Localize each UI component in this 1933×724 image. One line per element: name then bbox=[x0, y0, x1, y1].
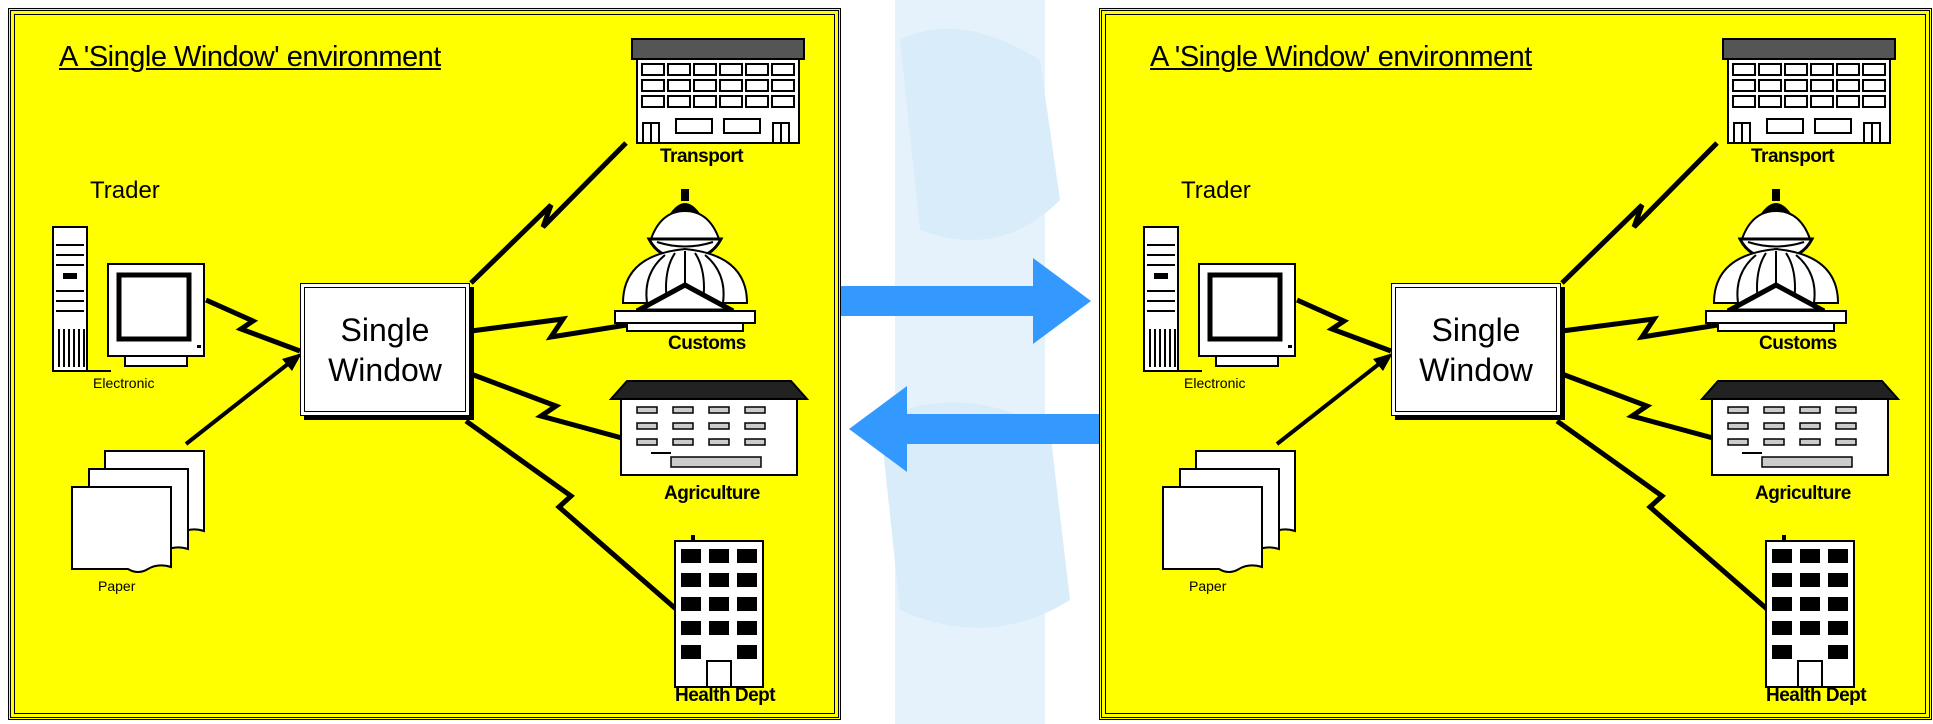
bolt-customs bbox=[470, 315, 634, 341]
bolt-customs bbox=[1561, 315, 1725, 341]
bolt-transport bbox=[1560, 141, 1719, 285]
bolt-electronic bbox=[204, 297, 301, 354]
single-window-line2: Window bbox=[328, 351, 442, 388]
trader-label: Trader bbox=[1181, 177, 1251, 204]
connections bbox=[52, 38, 810, 688]
panel-title: A 'Single Window' environment bbox=[1150, 41, 1532, 73]
exchange-arrows bbox=[841, 258, 1099, 472]
monitor-icon bbox=[1178, 263, 1296, 372]
trader-label: Trader bbox=[90, 177, 160, 204]
bolt-transport bbox=[469, 141, 628, 285]
health-dept-label: Health Dept bbox=[675, 685, 776, 706]
transport-building-icon bbox=[631, 38, 805, 144]
bolt-health bbox=[464, 418, 678, 611]
bolt-health bbox=[1555, 418, 1769, 611]
single-window-line1: Single bbox=[1431, 311, 1521, 348]
agriculture-building-icon bbox=[1699, 380, 1901, 476]
agriculture-building-icon bbox=[608, 380, 810, 476]
bolt-agriculture bbox=[470, 371, 634, 444]
customs-label: Customs bbox=[668, 333, 746, 354]
arrow-right bbox=[841, 258, 1091, 344]
paper-documents-icon bbox=[71, 450, 205, 573]
bolt-agriculture bbox=[1561, 371, 1725, 444]
customs-dome-icon bbox=[614, 189, 756, 332]
health-building-icon bbox=[674, 535, 764, 688]
paper-label: Paper bbox=[98, 578, 136, 594]
single-window-line1: Single bbox=[340, 311, 430, 348]
health-building-icon bbox=[1765, 535, 1855, 688]
agriculture-label: Agriculture bbox=[664, 483, 760, 504]
paper-documents-icon bbox=[1162, 450, 1296, 573]
customs-label: Customs bbox=[1759, 333, 1837, 354]
single-window-panel-right: A 'Single Window' environment Trader Ele… bbox=[1099, 8, 1932, 720]
bolt-electronic bbox=[1295, 297, 1392, 354]
customs-dome-icon bbox=[1705, 189, 1847, 332]
health-dept-label: Health Dept bbox=[1766, 685, 1867, 706]
agriculture-label: Agriculture bbox=[1755, 483, 1851, 504]
paper-arrow-line bbox=[1275, 358, 1386, 446]
single-window-panel-left: A 'Single Window' environment Trader Ele… bbox=[8, 8, 841, 720]
arrow-left bbox=[849, 386, 1099, 472]
electronic-label: Electronic bbox=[1184, 375, 1246, 391]
computer-tower-icon bbox=[52, 226, 88, 372]
single-window-line2: Window bbox=[1419, 351, 1533, 388]
computer-tower-icon bbox=[1143, 226, 1179, 372]
paper-arrow-head bbox=[1373, 353, 1393, 371]
single-window-box: Single Window bbox=[300, 283, 470, 416]
transport-label: Transport bbox=[660, 146, 744, 167]
transport-label: Transport bbox=[1751, 146, 1835, 167]
transport-building-icon bbox=[1722, 38, 1896, 144]
paper-label: Paper bbox=[1189, 578, 1227, 594]
connections bbox=[1143, 38, 1901, 688]
paper-arrow-head bbox=[282, 353, 302, 371]
paper-arrow-line bbox=[184, 358, 295, 446]
monitor-icon bbox=[87, 263, 205, 372]
electronic-label: Electronic bbox=[93, 375, 155, 391]
single-window-box: Single Window bbox=[1391, 283, 1561, 416]
panel-title: A 'Single Window' environment bbox=[59, 41, 441, 73]
